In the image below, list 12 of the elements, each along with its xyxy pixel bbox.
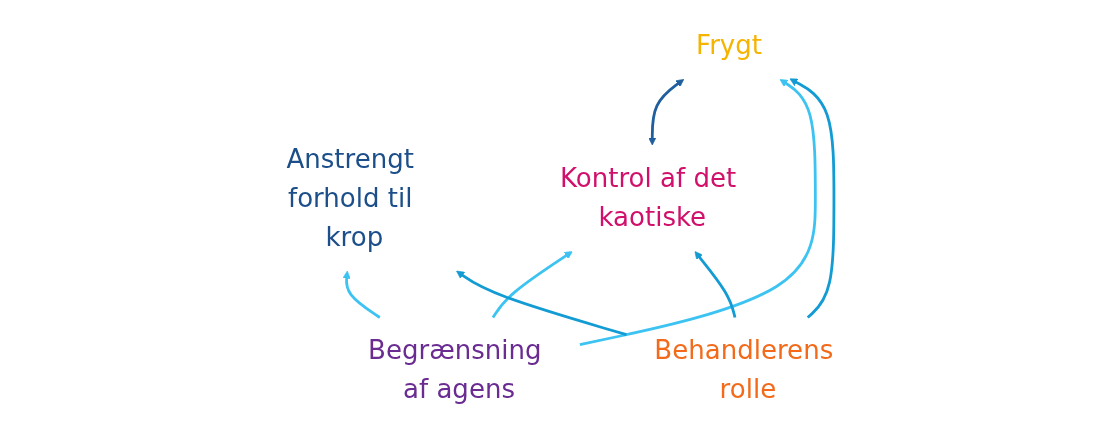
- arrow: [579, 79, 817, 346]
- arrow: [694, 251, 736, 318]
- arrow: [789, 78, 835, 319]
- arrow: [342, 270, 381, 319]
- node-text: Kontrol af det kaotiske: [559, 163, 736, 233]
- node-text: Anstrengt forhold til krop: [286, 143, 414, 253]
- node-text: Frygt: [695, 30, 762, 61]
- node-text: Behandlerens rolle: [653, 335, 833, 405]
- arrow: [491, 251, 573, 319]
- node-text: Begrænsning af agens: [367, 335, 542, 405]
- arrow: [647, 79, 684, 146]
- arrow: [455, 270, 627, 337]
